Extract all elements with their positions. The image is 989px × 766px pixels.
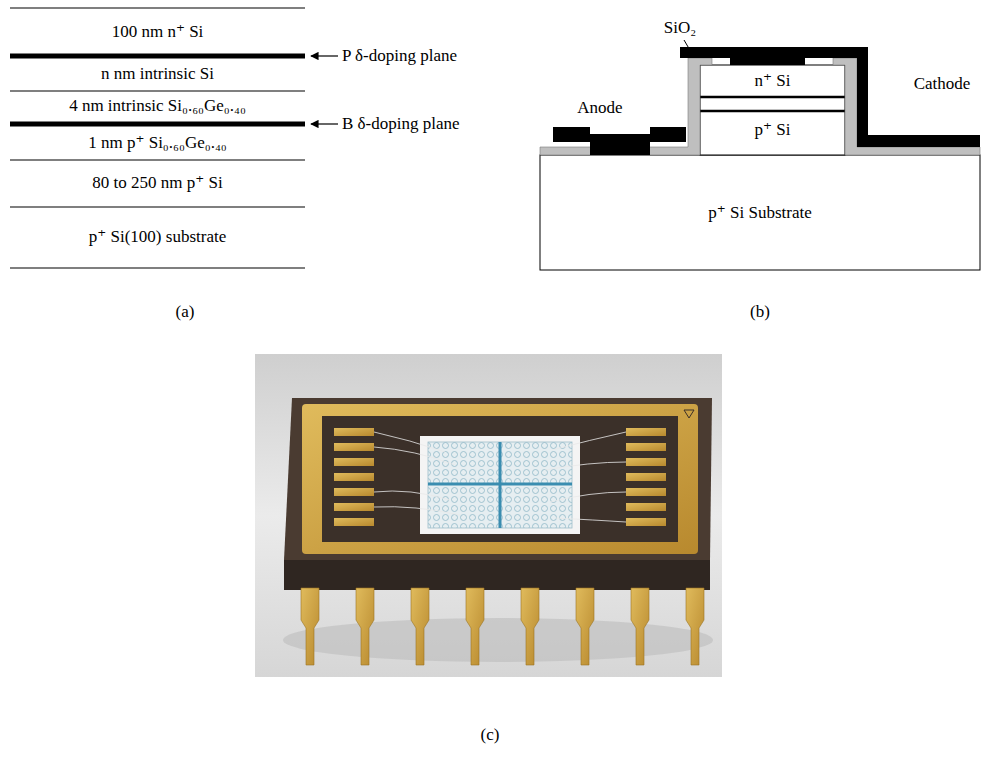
- layer-text: 4 nm intrinsic Si₀.₆₀Ge₀.₄₀: [69, 96, 246, 116]
- chip-photo: [255, 354, 722, 677]
- package-pin: [356, 588, 374, 665]
- gold-frame: [302, 404, 698, 554]
- material-label: SiO₂: [664, 18, 696, 38]
- bond-pad: [334, 428, 374, 436]
- device-region: p⁺ Si: [702, 113, 843, 147]
- die-grid-line: [428, 483, 572, 486]
- delta-doping-plane: [10, 54, 305, 59]
- oxide-layer: [540, 58, 712, 155]
- pin-one-mark: [684, 410, 694, 418]
- cavity: [322, 416, 678, 542]
- pointer-arrow: [684, 40, 694, 57]
- package-pin: [576, 588, 594, 665]
- layer-text: p⁺ Si Substrate: [708, 203, 811, 223]
- photo-background: [255, 354, 722, 677]
- cathode-metal: [680, 47, 980, 147]
- bond-wire: [374, 507, 460, 515]
- bond-pad: [334, 473, 374, 481]
- delta-doping-plane: [700, 96, 845, 99]
- substrate-region: p⁺ Si Substrate: [542, 157, 978, 269]
- bond-pad: [626, 503, 666, 511]
- layer-text: p⁺ Si: [755, 120, 791, 140]
- panel-label: (a): [176, 302, 195, 322]
- bond-pad: [626, 488, 666, 496]
- layer-boundary: [10, 267, 305, 268]
- mesa-outline: [700, 65, 845, 155]
- bond-wire: [374, 432, 445, 452]
- contact-label: Cathode: [914, 74, 971, 94]
- package-pin: [411, 588, 429, 665]
- delta-doping-plane: [10, 122, 305, 127]
- bond-pad: [334, 458, 374, 466]
- bond-pad: [626, 458, 666, 466]
- layer-text: p⁺ Si(100) substrate: [89, 227, 226, 247]
- layer-text: n nm intrinsic Si: [101, 64, 214, 84]
- bond-pad: [626, 518, 666, 526]
- cross-section: [540, 40, 980, 270]
- bond-wire: [374, 491, 450, 500]
- bond-pad: [626, 428, 666, 436]
- pointer-arrow: [311, 55, 338, 56]
- layer-text: 80 to 250 nm p⁺ Si: [92, 173, 222, 193]
- pointer-arrow: [311, 123, 338, 124]
- package-body: [284, 398, 712, 560]
- package-pin: [631, 588, 649, 665]
- package-pin: [301, 588, 319, 665]
- bond-wire: [550, 492, 626, 502]
- bond-pad: [334, 503, 374, 511]
- substrate-outline: [540, 155, 980, 270]
- layer-band: p⁺ Si(100) substrate: [10, 208, 305, 267]
- layer-text: 100 nm n⁺ Si: [112, 22, 204, 42]
- layer-band: 100 nm n⁺ Si: [10, 10, 305, 54]
- layer-boundary: [10, 159, 305, 160]
- bond-wire: [545, 462, 626, 470]
- bond-pad: [334, 518, 374, 526]
- contact-label: Anode: [577, 98, 622, 118]
- bond-pad: [334, 488, 374, 496]
- bond-wire: [555, 518, 626, 522]
- anode-metal: [553, 127, 686, 155]
- layer-text: n⁺ Si: [755, 71, 791, 91]
- package-pin: [466, 588, 484, 665]
- package-front: [284, 560, 710, 590]
- layer-text: 1 nm p⁺ Si₀.₆₀Ge₀.₄₀: [88, 133, 227, 153]
- layer-band: 80 to 250 nm p⁺ Si: [10, 161, 305, 206]
- shadow: [283, 618, 713, 662]
- device-region: n⁺ Si: [702, 66, 843, 96]
- plane-label: B δ-doping plane: [342, 114, 460, 134]
- plane-label: P δ-doping plane: [342, 46, 457, 66]
- bond-pad: [334, 443, 374, 451]
- layer-boundary: [10, 206, 305, 207]
- package-pin: [521, 588, 539, 665]
- bond-wire: [374, 447, 455, 465]
- panel-label: (c): [481, 725, 500, 745]
- bond-pad: [626, 473, 666, 481]
- bond-pad: [626, 443, 666, 451]
- die-carrier: [420, 436, 580, 534]
- die: [428, 442, 572, 528]
- layer-stack-lines: [10, 8, 338, 268]
- bond-wire: [552, 432, 626, 450]
- layer-band: 1 nm p⁺ Si₀.₆₀Ge₀.₄₀: [10, 127, 305, 159]
- package-pin: [686, 588, 704, 665]
- bond-wires: [374, 432, 626, 522]
- layer-band: n nm intrinsic Si: [10, 59, 305, 90]
- layer-band: 4 nm intrinsic Si₀.₆₀Ge₀.₄₀: [10, 92, 305, 121]
- panel-label: (b): [750, 302, 770, 322]
- layer-boundary: [10, 90, 305, 91]
- layer-boundary: [10, 7, 305, 8]
- delta-doping-plane: [700, 110, 845, 113]
